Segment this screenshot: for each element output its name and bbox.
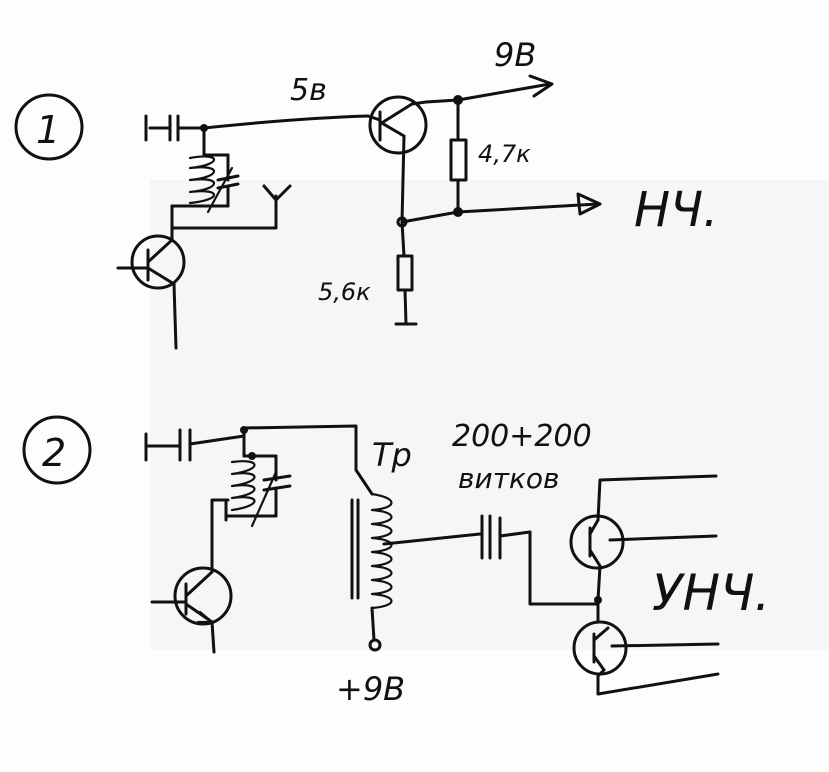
arrow-9v-icon bbox=[528, 74, 554, 98]
lc-tank-1 bbox=[170, 126, 240, 214]
coupling-capacitor bbox=[480, 514, 532, 560]
junction bbox=[453, 207, 463, 217]
coil-icon bbox=[188, 155, 215, 205]
label-supply: +9В bbox=[336, 670, 405, 708]
resistor-5-6k bbox=[394, 220, 418, 326]
transistor-1-lower bbox=[116, 226, 186, 350]
lc-tank-2 bbox=[224, 434, 292, 528]
label-transformer: Тр bbox=[372, 436, 412, 474]
transformer bbox=[350, 492, 393, 652]
resistor-4-7k bbox=[449, 98, 468, 214]
transistor-2-lower bbox=[150, 566, 233, 654]
circuit-1-number: 1 bbox=[36, 108, 60, 152]
label-voltage-out: 9В bbox=[494, 36, 536, 74]
label-resistor-bottom: 5,6к bbox=[318, 278, 371, 306]
circuit-1: 1 bbox=[14, 36, 718, 350]
transistor-1-main bbox=[366, 95, 428, 224]
arrow-output-icon bbox=[576, 192, 602, 216]
circuit-2: 2 bbox=[22, 415, 770, 708]
wire-to-output bbox=[528, 530, 600, 606]
label-turns-unit: витков bbox=[458, 462, 560, 495]
wire-tap bbox=[382, 532, 482, 546]
transformer-coil-icon bbox=[370, 492, 393, 610]
wire-to-transistor-2 bbox=[210, 498, 230, 574]
label-output: НЧ. bbox=[634, 182, 718, 238]
input-capacitor-2 bbox=[144, 428, 246, 462]
circuit-2-number-circle bbox=[22, 415, 92, 485]
coil-2-icon bbox=[230, 460, 256, 512]
label-resistor-top: 4,7к bbox=[478, 140, 531, 168]
circuit-2-number: 2 bbox=[42, 431, 66, 475]
transistor-2-upper bbox=[569, 474, 718, 602]
label-turns: 200+200 bbox=[452, 419, 592, 454]
circuit-1-number-circle bbox=[14, 93, 84, 161]
label-amplifier: УНЧ. bbox=[652, 564, 770, 622]
input-capacitor-1 bbox=[144, 114, 206, 142]
wire-to-transistor bbox=[202, 114, 370, 130]
transistor-2-bottom bbox=[572, 598, 720, 696]
junction bbox=[240, 426, 248, 434]
antenna-icon bbox=[262, 184, 292, 202]
label-voltage-in: 5в bbox=[290, 73, 327, 108]
wire-lower-out bbox=[596, 668, 720, 696]
wire-to-antenna bbox=[170, 194, 278, 230]
paper-shade bbox=[150, 180, 829, 650]
wire-9v bbox=[424, 82, 552, 104]
wire-upper-out bbox=[596, 474, 718, 522]
